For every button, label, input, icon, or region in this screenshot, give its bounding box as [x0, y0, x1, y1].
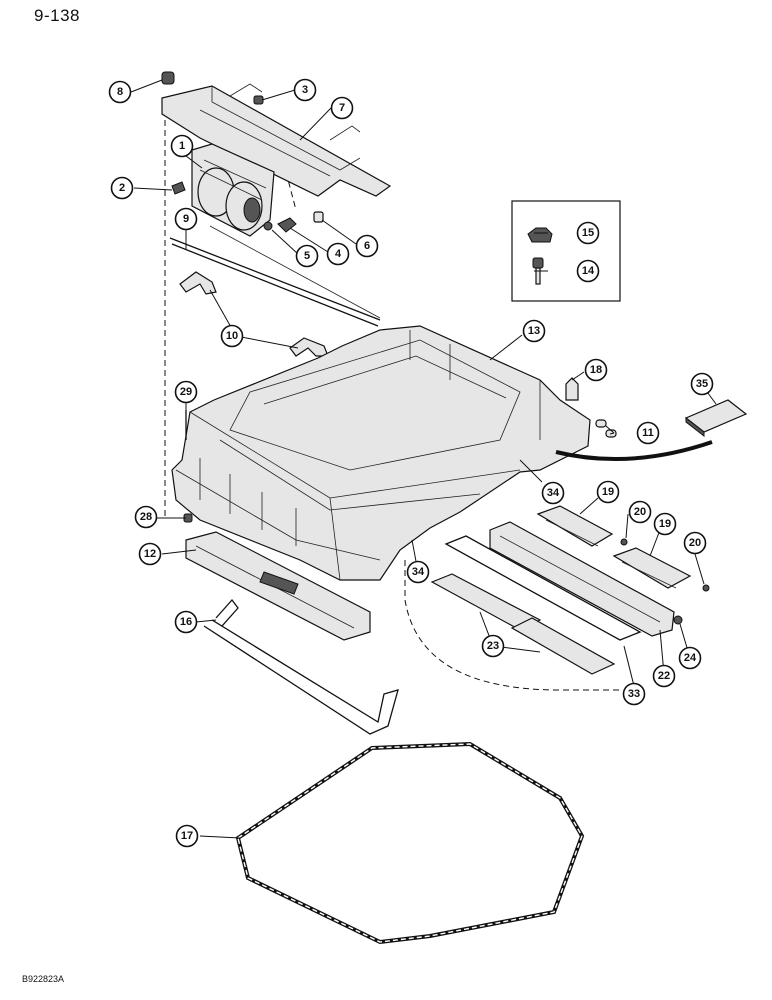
drain-hose — [555, 440, 713, 462]
alignment-line-bracket — [285, 171, 297, 211]
svg-text:33: 33 — [628, 688, 640, 700]
svg-text:10: 10 — [226, 330, 238, 342]
screw-2 — [171, 181, 186, 195]
clip-3 — [253, 95, 264, 105]
callout-12: 12 — [138, 542, 162, 566]
callout-22: 22 — [652, 664, 676, 688]
svg-text:20: 20 — [634, 506, 646, 518]
svg-text:17: 17 — [181, 830, 193, 842]
blower-bracket — [161, 83, 392, 197]
svg-text:5: 5 — [304, 250, 310, 262]
callout-5: 5 — [295, 244, 319, 268]
svg-text:12: 12 — [144, 548, 156, 560]
callout-10: 10 — [220, 324, 244, 348]
filter-pad-23b — [510, 617, 616, 675]
inset-hardware-box — [511, 200, 621, 302]
frame-33 — [444, 535, 642, 641]
callout-13: 13 — [522, 319, 546, 343]
callout-8: 8 — [108, 80, 132, 104]
svg-text:11: 11 — [642, 427, 654, 439]
svg-text:22: 22 — [658, 670, 670, 682]
callout-6: 6 — [355, 234, 379, 258]
clamp-4 — [277, 217, 297, 233]
callout-23: 23 — [481, 634, 505, 658]
nut-6 — [313, 211, 324, 223]
nut-8 — [161, 71, 175, 85]
screw-20a — [620, 538, 628, 546]
svg-text:13: 13 — [528, 325, 540, 337]
callout-14: 14 — [576, 259, 600, 283]
svg-text:1: 1 — [179, 140, 185, 152]
grommet-11a — [595, 419, 607, 428]
callout-3: 3 — [293, 78, 317, 102]
svg-text:19: 19 — [602, 486, 614, 498]
seal-strip — [169, 237, 381, 327]
washer-5 — [263, 221, 273, 231]
callout-34b: 34 — [406, 560, 430, 584]
callout-28: 28 — [134, 505, 158, 529]
callout-20a: 20 — [628, 500, 652, 524]
page-number: 9-138 — [34, 6, 80, 25]
svg-text:35: 35 — [696, 378, 708, 390]
screw-20b — [702, 584, 710, 592]
svg-text:29: 29 — [180, 386, 192, 398]
svg-text:18: 18 — [590, 364, 602, 376]
figure-code: B922823A — [22, 974, 65, 984]
alignment-line-filter — [404, 560, 620, 691]
svg-text:14: 14 — [582, 265, 595, 277]
svg-text:6: 6 — [364, 240, 370, 252]
callout-29: 29 — [174, 380, 198, 404]
gasket-17 — [235, 741, 585, 945]
callout-7: 7 — [330, 96, 354, 120]
clip-10a — [179, 271, 217, 295]
svg-text:19: 19 — [659, 518, 671, 530]
svg-text:23: 23 — [487, 640, 499, 652]
louver-assembly — [489, 505, 692, 637]
callout-15: 15 — [576, 221, 600, 245]
svg-text:8: 8 — [117, 86, 123, 98]
callout-19b: 19 — [653, 512, 677, 536]
svg-text:28: 28 — [140, 511, 152, 523]
callout-34a: 34 — [541, 481, 565, 505]
callout-17: 17 — [175, 824, 199, 848]
main-housing — [171, 325, 591, 581]
svg-text:24: 24 — [684, 652, 697, 664]
callout-33: 33 — [622, 682, 646, 706]
svg-text:4: 4 — [335, 248, 342, 260]
svg-text:34: 34 — [547, 487, 560, 499]
pin-18 — [565, 377, 579, 401]
svg-text:20: 20 — [689, 537, 701, 549]
callout-9: 9 — [174, 207, 198, 231]
rod — [209, 225, 381, 319]
callout-2: 2 — [110, 176, 134, 200]
filter-pad-23a — [430, 573, 542, 631]
callout-18: 18 — [584, 358, 608, 382]
callout-19a: 19 — [596, 480, 620, 504]
svg-text:9: 9 — [183, 213, 189, 225]
svg-text:15: 15 — [582, 227, 594, 239]
svg-text:2: 2 — [119, 182, 125, 194]
knob-24 — [673, 615, 683, 625]
seal-16 — [203, 598, 399, 735]
svg-text:7: 7 — [339, 102, 345, 114]
callout-24: 24 — [678, 646, 702, 670]
svg-text:16: 16 — [180, 616, 192, 628]
svg-text:34: 34 — [412, 566, 425, 578]
callout-11: 11 — [636, 421, 660, 445]
callout-16: 16 — [174, 610, 198, 634]
svg-text:3: 3 — [302, 84, 308, 96]
filter-tray — [185, 531, 371, 641]
clip-10b — [289, 337, 329, 357]
blower-assembly — [191, 143, 275, 237]
callout-20b: 20 — [683, 531, 707, 555]
callout-4: 4 — [326, 242, 350, 266]
callout-1: 1 — [170, 134, 194, 158]
callout-35: 35 — [690, 372, 714, 396]
